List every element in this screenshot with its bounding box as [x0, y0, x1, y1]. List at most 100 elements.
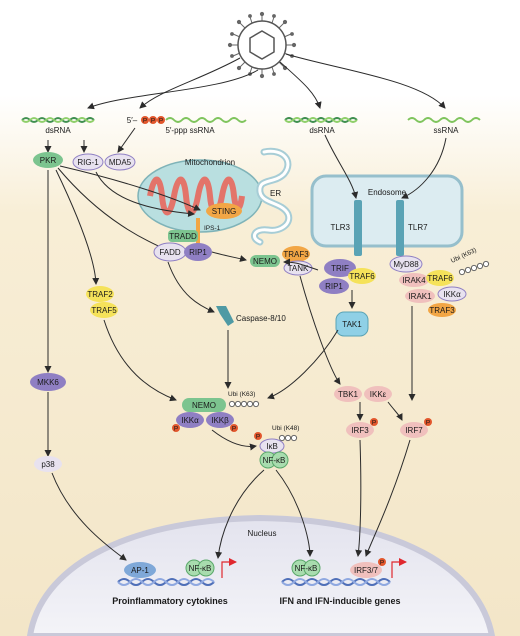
phospho-irf3-label: P	[372, 420, 376, 427]
phospho-irf37-label: P	[380, 560, 384, 567]
dsrna-left-strand: dsRNA	[21, 117, 95, 135]
nfkb-mid-label: NF-κB	[263, 456, 286, 465]
ikke-node	[364, 386, 392, 402]
traf6-mid-node	[348, 268, 376, 284]
irf3-node	[346, 422, 374, 438]
rip1-right-label: RIP1	[325, 282, 343, 291]
irak1-node	[405, 289, 435, 303]
irf37-label: IRF3/7	[354, 566, 379, 575]
five-prime-label: 5′–	[127, 116, 138, 125]
arrow-virus-to-ssrna	[139, 57, 241, 109]
ikkb-mid-label: IKKβ	[211, 416, 229, 425]
arrow-irf3-nucleus	[355, 439, 363, 557]
mitochondrion-label: Mitochondrion	[185, 158, 235, 167]
arrow-virus-to-dsrna-right	[279, 61, 322, 109]
phospho-irf37-icon	[378, 558, 386, 566]
ikka-right-label: IKKα	[443, 290, 461, 299]
tbk1-node	[334, 386, 362, 402]
trif-node	[324, 259, 356, 277]
arrow-traf5-nemo	[103, 319, 177, 402]
ppp-1: P	[143, 118, 147, 125]
ubi-k48-label: Ubi (K48)	[272, 425, 299, 432]
p38-node	[34, 456, 62, 472]
ap1-node	[124, 562, 156, 578]
nucleus: Nucleus	[26, 514, 496, 636]
arrow-pkr-traf2	[55, 169, 100, 285]
rip1-right-node	[319, 278, 349, 294]
ppp-3: P	[159, 118, 163, 125]
ikka-mid-label: IKKα	[181, 416, 199, 425]
arrow-dsrna-tlr3	[324, 134, 359, 199]
arrow-virus-to-ssrna-right	[285, 53, 446, 109]
irf3-label: IRF3	[351, 426, 369, 435]
phospho-irf7-icon	[424, 418, 432, 426]
traf5-node	[90, 302, 118, 318]
mkk6-node	[30, 373, 66, 391]
rig1-node	[72, 153, 104, 171]
traf3-top-label: TRAF3	[283, 250, 309, 259]
arrow-rip1-nemo	[211, 251, 247, 262]
dsrna-left-label: dsRNA	[45, 126, 71, 135]
mda5-label: MDA5	[109, 158, 132, 167]
tlr7-receptor	[396, 200, 404, 256]
tradd-label: TRADD	[169, 232, 197, 241]
irf7-label: IRF7	[405, 426, 423, 435]
arrow-pkr-sting	[59, 165, 201, 211]
tbk1-label: TBK1	[338, 390, 359, 399]
traf3-right-node	[428, 303, 456, 317]
dna-right	[281, 578, 391, 586]
arrow-irf7-nucleus	[364, 439, 411, 557]
nfkb-nuc1-label: NF-κB	[189, 564, 212, 573]
tlr7-label: TLR7	[408, 223, 428, 232]
phospho-ikka-icon	[172, 424, 180, 432]
phospho-irf7-label: P	[426, 420, 430, 427]
ssrna-label: ssRNA	[434, 126, 460, 135]
tlr3-receptor	[354, 200, 362, 256]
myd88-node	[389, 255, 423, 273]
ap1-label: AP-1	[131, 566, 149, 575]
nemo-top-node	[250, 255, 280, 267]
traf6-right-node	[426, 270, 454, 286]
traf2-node	[86, 286, 114, 302]
tak1-node	[335, 311, 369, 337]
dsrna-right-label: dsRNA	[309, 126, 335, 135]
irak4-node	[399, 273, 429, 287]
caspase-node	[216, 306, 234, 326]
traf3-right-label: TRAF3	[429, 306, 455, 315]
ubi-k63-mid-label: Ubi (K63)	[228, 391, 255, 398]
tradd-node	[168, 230, 198, 242]
traf6-mid-label: TRAF6	[349, 272, 375, 281]
arrow-ikk-ikb	[211, 429, 257, 451]
p38-label: p38	[41, 460, 55, 469]
tak1-label: TAK1	[342, 320, 362, 329]
phospho-ikka-label: P	[174, 426, 178, 433]
ppp-ssrna-label: 5′-ppp ssRNA	[165, 126, 215, 135]
pkr-node	[33, 152, 63, 168]
tlr3-label: TLR3	[330, 223, 350, 232]
irak4-label: IRAK4	[402, 276, 426, 285]
ssrna-strand: ssRNA	[407, 117, 481, 135]
rip1-left-label: RIP1	[189, 248, 207, 257]
traf6-right-label: TRAF6	[427, 274, 453, 283]
arrow-rna-mda5	[117, 127, 136, 153]
dsrna-right-strand: dsRNA	[284, 117, 358, 135]
arrow-tank-tbk1	[299, 275, 341, 385]
virus-icon	[227, 11, 297, 79]
nemo-mid-label: NEMO	[192, 401, 216, 410]
sting-label: STING	[212, 207, 236, 216]
nemo-top-label: NEMO	[253, 257, 277, 266]
arrow-trif-traf3	[283, 258, 319, 271]
rip1-left-node	[184, 243, 212, 261]
ubiquitin-chain-mid-icon	[228, 400, 260, 408]
arrow-tak1-ikk	[267, 329, 339, 400]
trif-label: TRIF	[331, 264, 349, 273]
nemo-mid-node	[182, 398, 226, 412]
proinflammatory-label: Proinflammatory cytokines	[112, 596, 228, 606]
phospho-irf3-icon	[370, 418, 378, 426]
irak1-label: IRAK1	[408, 292, 432, 301]
ubiquitin-chain-k48-icon	[278, 434, 298, 442]
arrow-ikke-irf7	[387, 401, 403, 421]
ifn-genes-label: IFN and IFN-inducible genes	[279, 596, 400, 606]
pkr-label: PKR	[40, 156, 57, 165]
